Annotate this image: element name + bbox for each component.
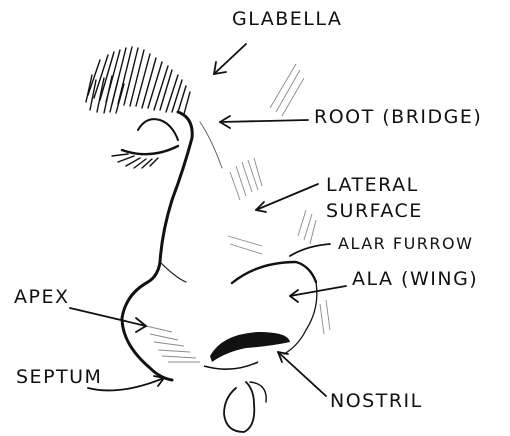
- apex-arrow: [70, 308, 146, 332]
- label-septum: SEPTUM: [16, 368, 102, 387]
- label-surface: SURFACE: [326, 202, 423, 221]
- label-lateral: LATERAL: [326, 176, 419, 195]
- label-apex: APEX: [14, 288, 69, 307]
- pointer-arrows: [70, 44, 346, 396]
- root-arrow: [220, 116, 308, 128]
- glabella-arrow: [214, 44, 246, 74]
- lateral-surface-arrow: [256, 184, 318, 212]
- lip-hint: [224, 382, 266, 432]
- label-root: ROOT (BRIDGE): [314, 108, 482, 127]
- nostril-shape: [204, 332, 290, 369]
- eye: [112, 119, 178, 168]
- label-nostril: NOSTRIL: [330, 392, 423, 411]
- label-alar-furrow: ALAR FURROW: [338, 236, 473, 252]
- label-glabella: GLABELLA: [232, 10, 342, 29]
- ala-arrow: [290, 286, 346, 302]
- label-ala: ALA (WING): [352, 270, 478, 289]
- eyebrow: [86, 47, 190, 114]
- alar-furrow-arrow: [290, 244, 330, 256]
- nostril-arrow: [278, 352, 326, 396]
